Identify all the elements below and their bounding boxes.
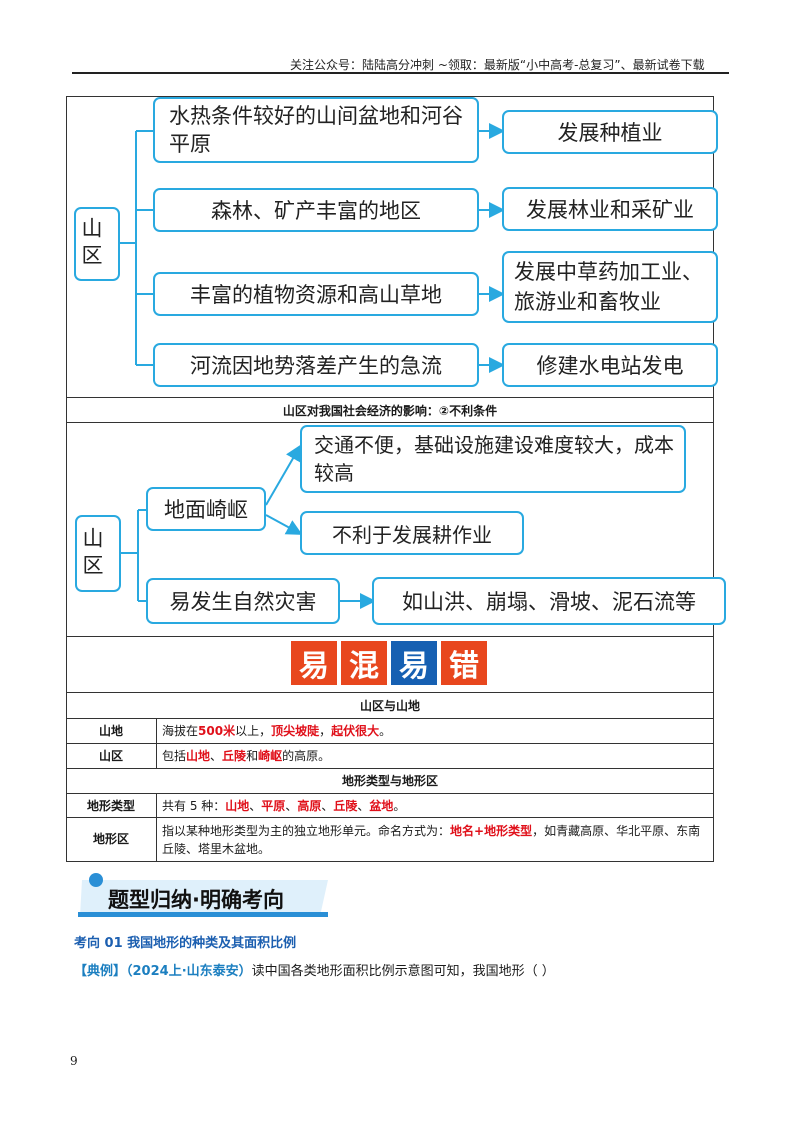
table-col-divider (156, 718, 157, 768)
content-table (66, 96, 714, 862)
example-tag: 【典例】 (74, 964, 127, 979)
banner-char-3: 易 (391, 641, 437, 685)
highlight-text: 山地 (225, 799, 250, 813)
diagram1-result-3: 发展中草药加工业、旅游业和畜牧业 (502, 251, 718, 323)
diagram2-root: 山区 (75, 515, 121, 592)
highlight-text: 500米 (198, 724, 236, 738)
body-text: ，如青藏高原、华北平原、东南丘陵、塔里木盆地。 (162, 824, 701, 856)
body-text: 。 (379, 724, 392, 738)
table-divider (66, 397, 714, 398)
body-text: 指以某种地形类型为主的独立地形单元。命名方式为： (162, 824, 451, 838)
example-source: （2024上·山东泰安） (126, 964, 252, 979)
banner-char-4: 错 (441, 641, 487, 685)
header-rule (72, 72, 729, 74)
diagram2-branch-1: 地面崎岖 (146, 487, 266, 531)
section-heading-text: 题型归纳·明确考向 (108, 888, 284, 912)
highlight-text: 山地 (186, 749, 211, 763)
table1-row-label: 山区 (98, 749, 123, 763)
diagram2-result-3: 如山洪、崩塌、滑坡、泥石流等 (372, 577, 726, 625)
table-divider (66, 743, 714, 744)
table-divider (66, 422, 714, 423)
body-text: 、 (210, 749, 223, 763)
diagram-connectors (118, 123, 505, 609)
diagram2-branch-2: 易发生自然灾害 (146, 578, 340, 624)
kaoxiang-heading: 考向 01 我国地形的种类及其面积比例 (74, 936, 297, 951)
diagram1-result-1: 发展种植业 (502, 110, 718, 154)
diagram1-condition-3: 丰富的植物资源和高山草地 (153, 272, 479, 316)
table1-title: 山区与山地 (359, 699, 420, 713)
highlight-text: 丘陵 (333, 799, 358, 813)
table1-row-content: 包括山地、丘陵和崎岖的高原。 (162, 747, 330, 765)
table2-row-label: 地形区 (92, 832, 129, 846)
section2-title: 山区对我国社会经济的影响：②不利条件 (282, 404, 498, 418)
highlight-text: 盆地 (369, 799, 394, 813)
highlight-text: 起伏很大 (331, 724, 380, 738)
table2-title: 地形类型与地形区 (341, 774, 438, 788)
table-divider (66, 636, 714, 637)
body-text: 以上， (235, 724, 272, 738)
body-text: ， (319, 724, 332, 738)
page-header-text: 关注公众号：陆陆高分冲刺 ~领取：最新版“小中高考-总复习”、最新试卷下载 (290, 58, 705, 72)
diagram1-result-2: 发展林业和采矿业 (502, 187, 718, 231)
table-divider (66, 768, 714, 769)
body-text: 、 (249, 799, 262, 813)
banner-char-2: 混 (341, 641, 387, 685)
highlight-text: 顶尖坡陡 (271, 724, 320, 738)
highlight-text: 崎岖 (258, 749, 283, 763)
table-col-divider (156, 793, 157, 862)
body-text: 、 (357, 799, 370, 813)
table2-row-label: 地形类型 (86, 799, 135, 813)
table2-row-content: 共有 5 种：山地、平原、高原、丘陵、盆地。 (162, 797, 405, 815)
body-text: 、 (321, 799, 334, 813)
table-divider (66, 817, 714, 818)
table-divider (66, 793, 714, 794)
diagram2-result-1: 交通不便，基础设施建设难度较大，成本较高 (300, 425, 686, 493)
table2-row-content: 指以某种地形类型为主的独立地形单元。命名方式为：地名+地形类型，如青藏高原、华北… (162, 822, 702, 858)
diagram1-result-4: 修建水电站发电 (502, 343, 718, 387)
section-heading: 题型归纳·明确考向 (78, 873, 328, 917)
body-text: 。 (393, 799, 406, 813)
body-text: 和 (246, 749, 259, 763)
diagram2-result-2: 不利于发展耕作业 (300, 511, 524, 555)
diagram1-condition-2: 森林、矿产丰富的地区 (153, 188, 479, 232)
example-question: 【典例】（2024上·山东泰安）读中国各类地形面积比例示意图可知，我国地形（ ） (74, 960, 555, 979)
table-divider (66, 718, 714, 719)
highlight-text: 丘陵 (222, 749, 247, 763)
diagram1-condition-4: 河流因地势落差产生的急流 (153, 343, 479, 387)
body-text: 海拔在 (162, 724, 199, 738)
diagram1-root: 山区 (74, 207, 120, 281)
body-text: 包括 (162, 749, 187, 763)
table1-row-label: 山地 (98, 724, 123, 738)
body-text: 、 (285, 799, 298, 813)
highlight-text: 高原 (297, 799, 322, 813)
page-number: 9 (70, 1054, 78, 1068)
example-text: 读中国各类地形面积比例示意图可知，我国地形（ ） (251, 964, 555, 979)
highlight-text: 地名+地形类型 (450, 824, 533, 838)
body-text: 共有 5 种： (162, 799, 226, 813)
highlight-text: 平原 (261, 799, 286, 813)
body-text: 的高原。 (282, 749, 331, 763)
banner-char-1: 易 (291, 641, 337, 685)
table-divider (66, 692, 714, 693)
diagram1-condition-1: 水热条件较好的山间盆地和河谷平原 (153, 97, 479, 163)
table1-row-content: 海拔在500米以上，顶尖坡陡，起伏很大。 (162, 722, 391, 740)
